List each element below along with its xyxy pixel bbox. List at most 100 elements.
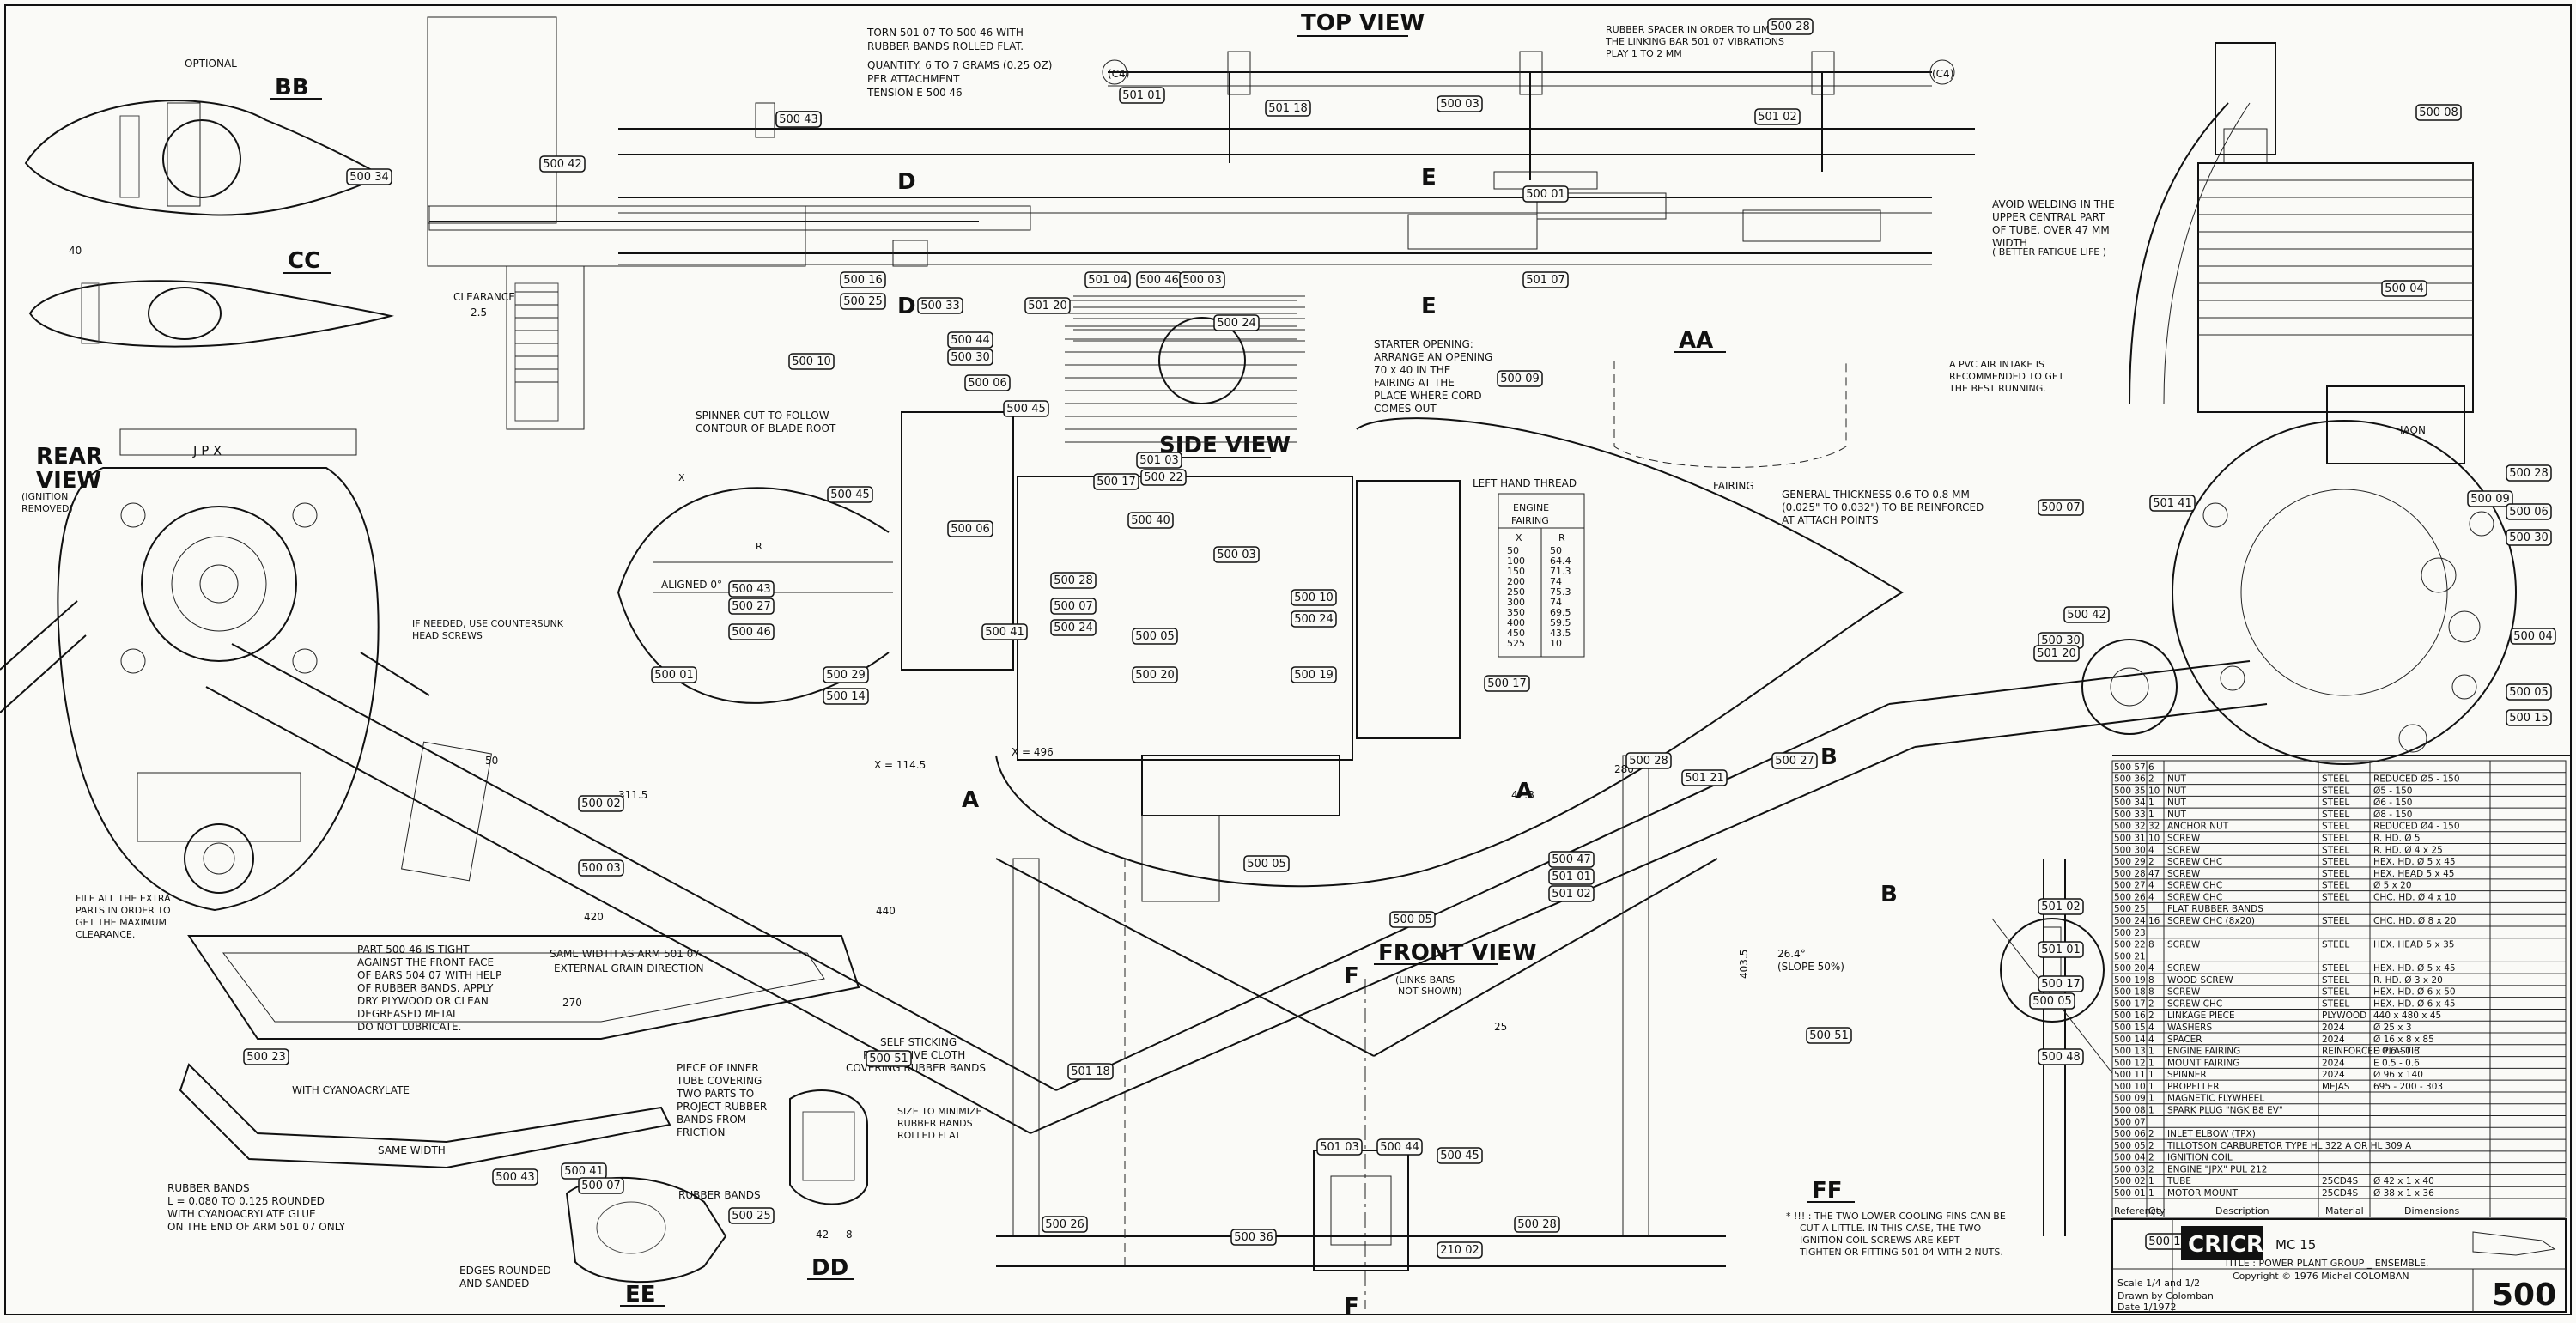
bom-cell: 500 29 (2114, 857, 2146, 867)
bom-cell: 500 34 (2114, 798, 2146, 808)
svg-text:BANDS FROM: BANDS FROM (677, 1114, 746, 1126)
bom-cell: MOUNT FAIRING (2167, 1058, 2239, 1068)
bom-cell: 2 (2148, 998, 2154, 1009)
svg-text:FRONT VIEW: FRONT VIEW (1378, 940, 1537, 966)
bom-cell: MOTOR MOUNT (2167, 1188, 2238, 1199)
part-tag-label: 501 20 (2037, 647, 2076, 660)
part-tag-label: 501 04 (1088, 274, 1127, 287)
part-tag-label: 500 05 (1135, 630, 1175, 643)
part-50046-note: PART 500 46 IS TIGHT AGAINST THE FRONT F… (357, 944, 501, 1033)
bom-cell: STEEL (2322, 940, 2349, 950)
bom-cell: Ø5 - 150 (2373, 786, 2412, 796)
bom-cell: 2 (2148, 774, 2154, 785)
svg-text:REAR: REAR (36, 444, 103, 470)
part-tag: 500 41 (981, 623, 1028, 640)
part-tag-label: 500 36 (1234, 1231, 1273, 1244)
linkage-piece: 270 SAME WIDTH AS ARM 501 07 EXTERNAL GR… (179, 935, 860, 1169)
part-tag: 501 18 (1067, 1063, 1114, 1080)
part-tag: 501 20 (2033, 645, 2080, 662)
part-tag: 500 10 (788, 353, 835, 370)
bom-cell: Ø 16 x 8 x 85 (2373, 1035, 2434, 1045)
fairing-x-cell: 400 (1507, 617, 1525, 628)
bom-cell: 500 12 (2114, 1058, 2146, 1068)
part-tag-label: 500 51 (1809, 1029, 1849, 1042)
bom-cell: 500 16 (2114, 1010, 2146, 1021)
bom-cell: 2024 (2322, 1058, 2345, 1068)
bom-cell: INLET ELBOW (TPX) (2167, 1129, 2256, 1139)
bom-cell: STEEL (2322, 845, 2349, 855)
bom-cell: CHC. HD. Ø 8 x 20 (2373, 916, 2456, 926)
part-tag: 500 42 (539, 155, 586, 173)
part-tag: 500 25 (840, 293, 886, 310)
part-tag: 500 24 (1050, 619, 1097, 636)
part-tag-label: 500 30 (2041, 634, 2081, 647)
svg-text:TWO PARTS TO: TWO PARTS TO (676, 1088, 754, 1100)
part-tag: 500 19 (1291, 666, 1337, 683)
svg-text:THE BEST RUNNING.: THE BEST RUNNING. (1948, 383, 2046, 394)
bom-cell: CHC. HD. Ø 4 x 10 (2373, 892, 2456, 902)
bom-cell: 2 (2148, 857, 2154, 867)
clearance-label: CLEARANCE (453, 291, 515, 303)
bom-cell: 500 06 (2114, 1129, 2146, 1139)
part-tag: 501 02 (1754, 108, 1801, 125)
part-tag-label: 500 43 (779, 113, 818, 126)
svg-text:PIECE OF INNER: PIECE OF INNER (677, 1062, 759, 1074)
part-tag-label: 500 10 (1294, 592, 1334, 604)
part-tag: 500 03 (1179, 271, 1225, 288)
part-tag: 500 02 (578, 795, 624, 812)
bom-cell: 8 (2148, 940, 2154, 950)
svg-text:AT ATTACH POINTS: AT ATTACH POINTS (1782, 514, 1879, 526)
part-tag-label: 501 02 (1758, 111, 1797, 124)
part-tag: 500 45 (1003, 400, 1049, 417)
svg-text:70 x 40 IN THE: 70 x 40 IN THE (1374, 364, 1450, 376)
bom-cell: 1 (2148, 1188, 2154, 1199)
svg-text:L = 0.080 TO 0.125 ROUNDED: L = 0.080 TO 0.125 ROUNDED (167, 1195, 325, 1207)
svg-text:TIGHTEN OR FITTING 501 04 WITH: TIGHTEN OR FITTING 501 04 WITH 2 NUTS. (1799, 1247, 2003, 1258)
svg-text:SAME WIDTH AS ARM 501 07: SAME WIDTH AS ARM 501 07 (550, 948, 700, 960)
part-tag: 500 51 (1806, 1027, 1852, 1044)
svg-text:SIZE TO MINIMIZE: SIZE TO MINIMIZE (897, 1106, 982, 1117)
part-tag-label: 501 01 (1552, 871, 1591, 883)
part-tag-label: 501 02 (2041, 901, 2081, 913)
part-tag: 501 07 (1522, 271, 1569, 288)
part-tag: 500 27 (1771, 752, 1818, 769)
svg-text:RUBBER BANDS ROLLED FLAT.: RUBBER BANDS ROLLED FLAT. (867, 40, 1024, 52)
svg-text:50: 50 (485, 755, 498, 767)
part-tag: 501 02 (2038, 898, 2084, 915)
part-tag-label: 501 07 (1526, 274, 1565, 287)
bom-cell: STEEL (2322, 822, 2349, 832)
bom-cell: SCREW (2167, 963, 2201, 974)
bom-cell: 500 04 (2114, 1153, 2146, 1163)
svg-text:CRICRI: CRICRI (2188, 1232, 2272, 1258)
svg-text:RECOMMENDED TO GET: RECOMMENDED TO GET (1949, 371, 2064, 382)
part-tag-label: 500 03 (1217, 549, 1256, 561)
svg-text:Dimensions: Dimensions (2404, 1205, 2459, 1217)
bom-cell: 500 36 (2114, 774, 2146, 785)
svg-text:(IGNITION: (IGNITION (21, 491, 68, 502)
part-tag: 500 30 (947, 349, 993, 366)
part-tag-label: 500 45 (1440, 1150, 1479, 1162)
part-tag: 500 10 (1291, 589, 1337, 606)
bom-cell: 2024 (2322, 1035, 2345, 1045)
top-view-title: TOP VIEW (1301, 10, 1425, 36)
svg-text:ON THE END OF ARM 501 07 ONLY: ON THE END OF ARM 501 07 ONLY (167, 1221, 346, 1233)
svg-text:E: E (1421, 294, 1437, 319)
svg-text:Reference: Reference (2114, 1205, 2162, 1217)
part-tag: 500 47 (1548, 851, 1595, 868)
svg-text:DD: DD (811, 1255, 848, 1281)
tension-note: TORN 501 07 TO 500 46 WITH RUBBER BANDS … (866, 27, 1052, 99)
avoid-welding-note: AVOID WELDING IN THE UPPER CENTRAL PART … (1992, 198, 2115, 258)
bom-cell: SPACER (2167, 1035, 2202, 1045)
part-tag: 500 04 (2381, 280, 2427, 297)
bom-cell: 500 02 (2114, 1176, 2146, 1186)
bom-cell: 1 (2148, 1047, 2154, 1057)
part-tag-label: 501 21 (1685, 772, 1724, 785)
svg-text:CLEARANCE.: CLEARANCE. (76, 929, 135, 940)
svg-text:CUT A LITTLE. IN THIS CASE, TH: CUT A LITTLE. IN THIS CASE, THE TWO (1800, 1223, 1982, 1234)
part-tag: 500 16 (840, 271, 886, 288)
bom-cell: SCREW (2167, 869, 2201, 879)
part-tag: 500 05 (2506, 683, 2552, 701)
svg-text:TORN 501 07 TO 500 46 WITH: TORN 501 07 TO 500 46 WITH (866, 27, 1024, 39)
bom-cell: HEX. HD. Ø 6 x 45 (2373, 998, 2456, 1009)
